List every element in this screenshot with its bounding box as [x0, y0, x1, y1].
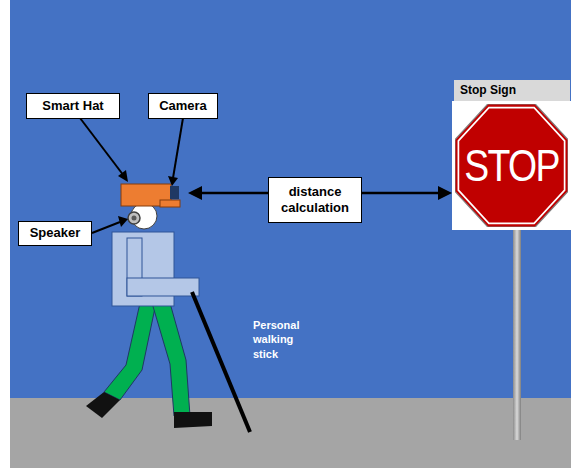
node-text: Stop Sign — [460, 83, 516, 98]
sign-pole — [513, 228, 521, 440]
part-label-box: Camera — [148, 93, 218, 119]
sky-background — [10, 0, 571, 400]
connector-line — [362, 192, 440, 195]
node-text: Smart Hat — [42, 98, 103, 114]
arrow-head — [118, 170, 128, 182]
sign-title-box: Stop Sign — [454, 80, 570, 101]
hat-brim — [160, 200, 180, 207]
back-leg — [104, 303, 156, 400]
leader-line — [80, 118, 124, 176]
walking-stick — [192, 292, 250, 432]
back-foot — [86, 392, 120, 418]
head — [131, 203, 157, 229]
distance-arrow — [362, 186, 452, 200]
octagon-border — [458, 108, 564, 224]
distance-arrow — [200, 192, 268, 195]
speaker-center — [132, 216, 137, 221]
measurement-box: distance calculation — [268, 177, 362, 223]
camera-symbol — [170, 186, 179, 199]
part-label: Personal walking stick — [253, 318, 313, 361]
node-text: distance calculation — [275, 184, 355, 217]
arrow-head — [118, 216, 128, 227]
part-label-box: Speaker — [18, 221, 92, 246]
sign-text: STOP — [464, 138, 558, 193]
front-leg — [152, 303, 190, 416]
arrow-head — [188, 186, 202, 200]
node-text: Speaker — [30, 225, 81, 241]
forearm — [127, 278, 199, 296]
speaker-symbol — [128, 212, 140, 224]
node-text: Camera — [159, 98, 207, 114]
part-label-box: Smart Hat — [26, 93, 120, 119]
arrow-head — [168, 176, 178, 186]
octagon-outline — [455, 104, 568, 227]
leader-line — [173, 118, 183, 178]
stop-sign: STOP — [452, 101, 571, 230]
arrow-head — [438, 186, 452, 200]
leader-line — [92, 222, 120, 233]
front-foot — [174, 412, 212, 428]
